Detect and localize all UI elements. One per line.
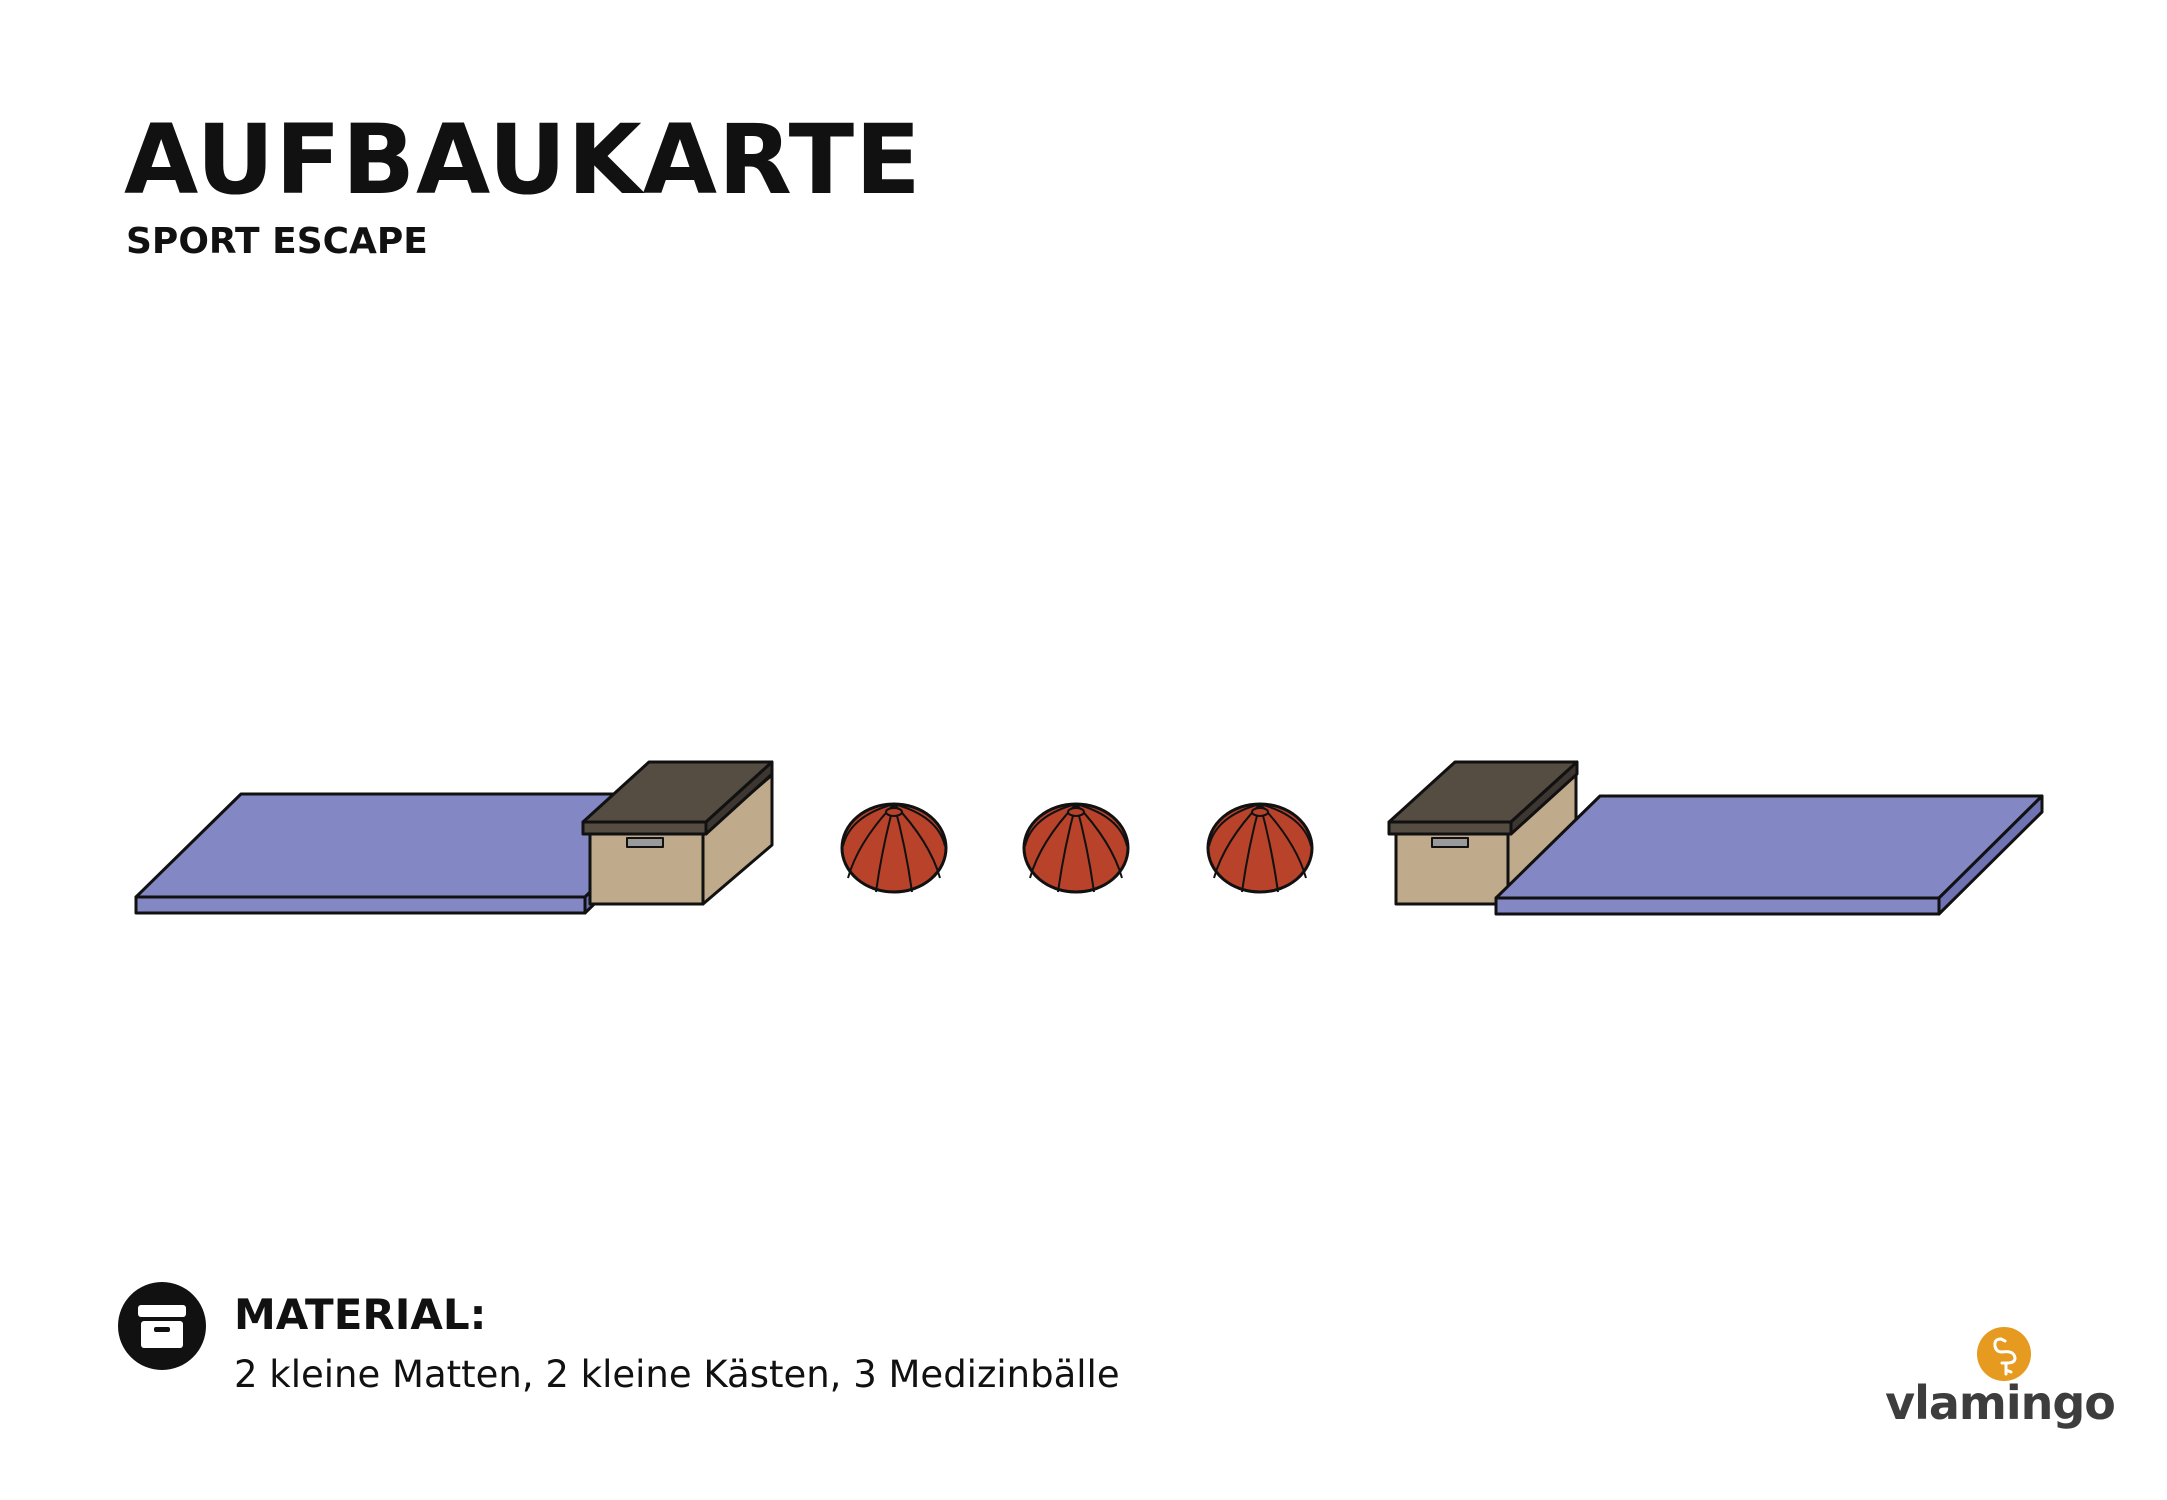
page-title: AUFBAUKARTE <box>124 104 922 216</box>
logo-wordmark: vlamingo <box>1885 1376 2116 1430</box>
box-right <box>1387 760 1579 906</box>
box-left <box>581 760 774 906</box>
page-subtitle: SPORT ESCAPE <box>126 221 428 262</box>
vlamingo-logo: vlamingo <box>1880 1326 2120 1436</box>
medicine-ball-3 <box>1206 802 1314 894</box>
medicine-ball-1 <box>840 802 948 894</box>
material-label: MATERIAL: <box>234 1290 487 1339</box>
mat-right <box>1494 794 2044 916</box>
archive-box-icon <box>118 1282 206 1370</box>
flamingo-icon <box>1977 1327 2031 1381</box>
medicine-ball-2 <box>1022 802 1130 894</box>
material-list: 2 kleine Matten, 2 kleine Kästen, 3 Medi… <box>234 1353 1120 1396</box>
